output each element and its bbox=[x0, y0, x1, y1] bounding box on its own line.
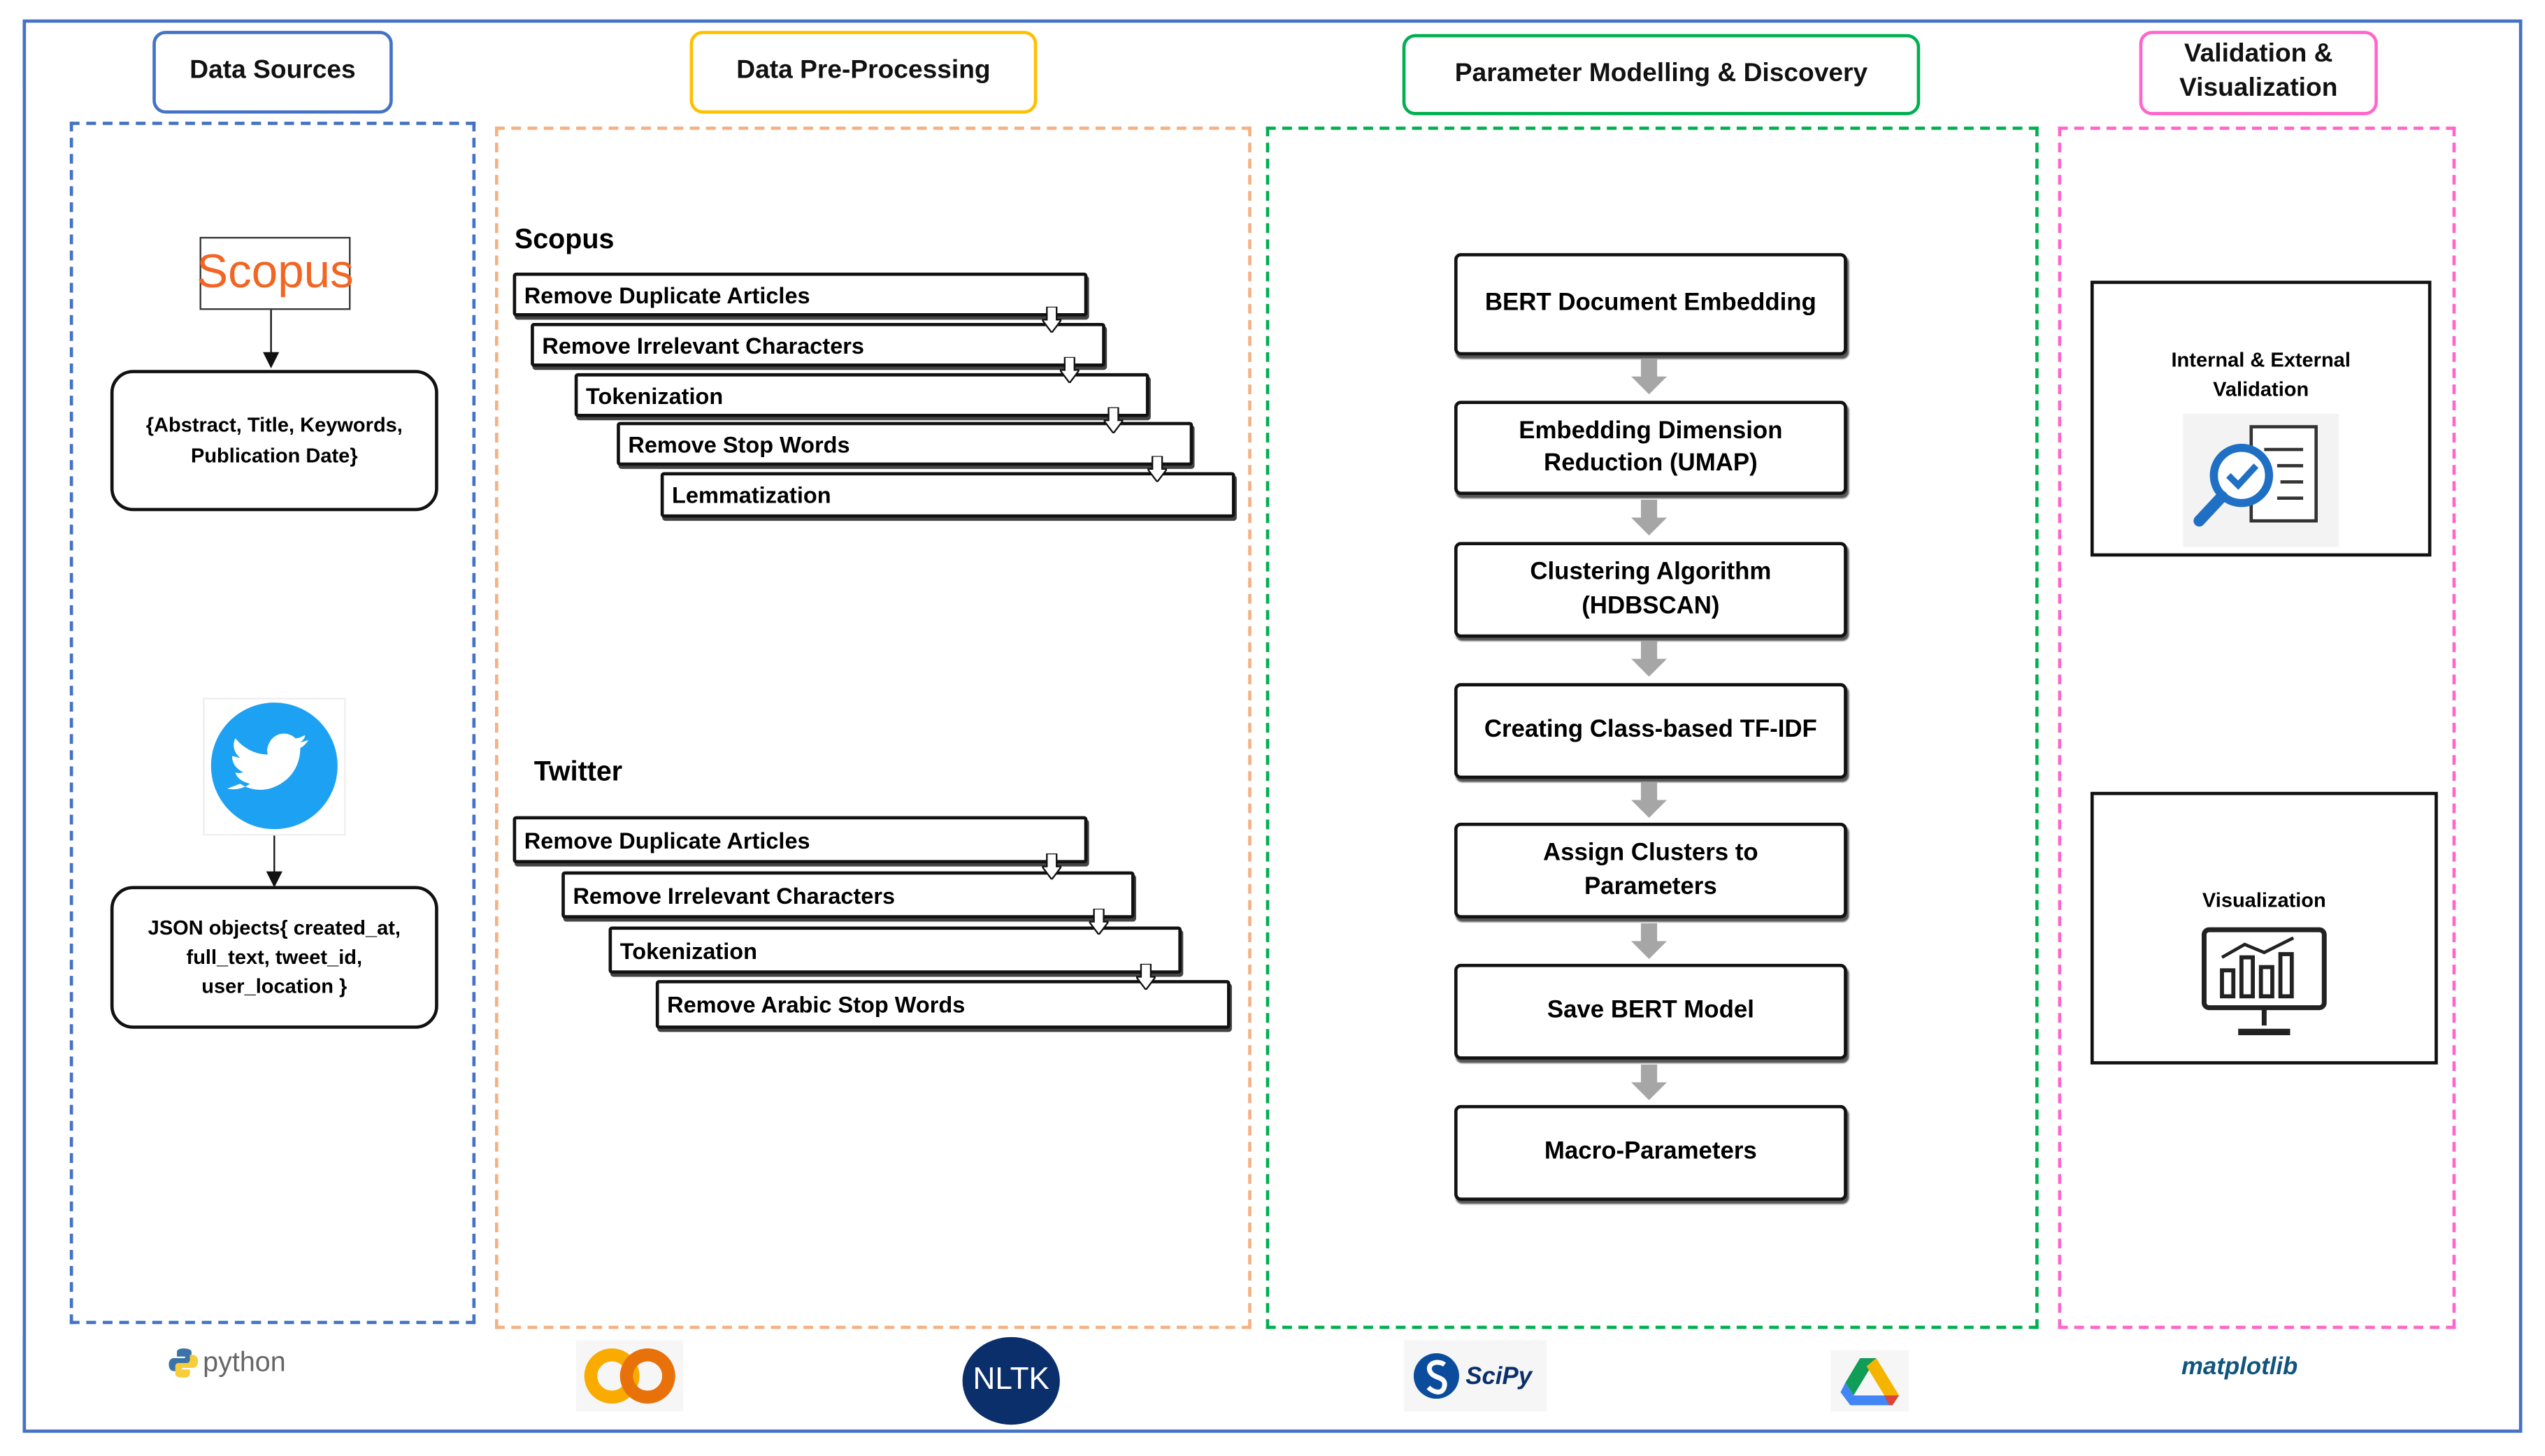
python-text: python bbox=[203, 1346, 286, 1378]
document-check-icon bbox=[2183, 414, 2339, 547]
modelling-step: Creating Class-based TF-IDF bbox=[1454, 683, 1847, 779]
scopus-step: Remove Duplicate Articles bbox=[512, 272, 1088, 333]
step-label: Remove Duplicate Articles bbox=[524, 826, 810, 853]
twitter-icon bbox=[203, 698, 346, 836]
scipy-text: SciPy bbox=[1465, 1362, 1533, 1390]
twitter-step: Remove Arabic Stop Words bbox=[655, 980, 1231, 1029]
modelling-step: Assign Clusters to Parameters bbox=[1454, 822, 1847, 918]
scipy-icon bbox=[1413, 1353, 1459, 1399]
arrow-down-icon bbox=[1042, 853, 1062, 880]
nltk-text: NLTK bbox=[973, 1362, 1049, 1397]
scopus-step: Tokenization bbox=[574, 373, 1149, 433]
scopus-step: Lemmatization bbox=[660, 472, 1235, 518]
header-data-sources: Data Sources bbox=[152, 31, 393, 114]
arrow-down-icon bbox=[1631, 640, 1668, 677]
twitter-label: Twitter bbox=[533, 756, 623, 787]
header-pre-processing: Data Pre-Processing bbox=[689, 31, 1038, 114]
arrow-down-icon bbox=[1631, 359, 1668, 395]
arrow-down-icon bbox=[1147, 456, 1168, 482]
step-label: Remove Duplicate Articles bbox=[524, 281, 810, 308]
arrow-down-icon bbox=[1631, 781, 1668, 818]
modelling-step: Embedding Dimension Reduction (UMAP) bbox=[1454, 401, 1847, 496]
step-label: Remove Irrelevant Characters bbox=[573, 881, 896, 908]
arrow-down-icon bbox=[1042, 306, 1062, 333]
outer-frame bbox=[22, 19, 2523, 1433]
arrow-down-icon bbox=[1631, 499, 1668, 536]
colab-icon bbox=[584, 1348, 675, 1404]
google-drive-icon bbox=[1840, 1358, 1900, 1406]
scopus-label: Scopus bbox=[514, 224, 615, 255]
scopus-logo: Scopus bbox=[196, 236, 354, 310]
python-icon bbox=[169, 1348, 199, 1378]
arrow-down-icon bbox=[1631, 1064, 1668, 1100]
modelling-step: BERT Document Embedding bbox=[1454, 253, 1847, 356]
scopus-step: Remove Irrelevant Characters bbox=[531, 322, 1105, 383]
arrow-down-icon bbox=[263, 310, 280, 368]
step-label: Lemmatization bbox=[672, 482, 831, 508]
colab-logo bbox=[576, 1340, 684, 1412]
twitter-step: Remove Duplicate Articles bbox=[512, 816, 1088, 880]
modelling-step: Clustering Algorithm (HDBSCAN) bbox=[1454, 542, 1847, 638]
header-modelling: Parameter Modelling & Discovery bbox=[1402, 34, 1921, 115]
dashboard-monitor-icon bbox=[2201, 927, 2327, 1036]
step-label: Remove Irrelevant Characters bbox=[542, 331, 865, 358]
scipy-logo: SciPy bbox=[1404, 1340, 1547, 1412]
step-label: Tokenization bbox=[619, 937, 758, 963]
column-data-sources bbox=[69, 122, 476, 1325]
validation-box: Internal & External Validation bbox=[2090, 280, 2432, 557]
modelling-step: Save BERT Model bbox=[1454, 963, 1847, 1060]
arrow-down-icon bbox=[1059, 356, 1080, 383]
column-validation bbox=[2058, 127, 2456, 1329]
nltk-logo: NLTK bbox=[962, 1336, 1060, 1425]
arrow-down-icon bbox=[1103, 407, 1124, 433]
arrow-down-icon bbox=[266, 835, 282, 888]
header-validation: Validation & Visualization bbox=[2139, 31, 2378, 115]
python-logo: python bbox=[169, 1346, 286, 1379]
step-label: Remove Stop Words bbox=[628, 431, 850, 457]
google-drive-logo bbox=[1830, 1350, 1909, 1412]
validation-label: Internal & External Validation bbox=[2171, 349, 2351, 401]
twitter-fields-box: JSON objects{ created_at, full_text, twe… bbox=[110, 886, 438, 1029]
matplotlib-logo: matplotlib bbox=[2181, 1353, 2298, 1381]
scopus-fields-box: {Abstract, Title, Keywords, Publication … bbox=[110, 370, 438, 512]
step-label: Remove Arabic Stop Words bbox=[667, 991, 966, 1018]
arrow-down-icon bbox=[1089, 908, 1109, 935]
arrow-down-icon bbox=[1135, 963, 1156, 990]
twitter-step: Remove Irrelevant Characters bbox=[561, 871, 1135, 935]
visualization-box: Visualization bbox=[2090, 791, 2438, 1065]
column-pre-processing bbox=[495, 127, 1252, 1329]
column-modelling bbox=[1266, 127, 2039, 1329]
step-label: Tokenization bbox=[586, 382, 724, 408]
modelling-step: Macro-Parameters bbox=[1454, 1104, 1847, 1201]
arrow-down-icon bbox=[1631, 923, 1668, 959]
twitter-step: Tokenization bbox=[608, 926, 1182, 990]
scopus-step: Remove Stop Words bbox=[617, 421, 1193, 482]
visualization-label: Visualization bbox=[2202, 889, 2326, 912]
